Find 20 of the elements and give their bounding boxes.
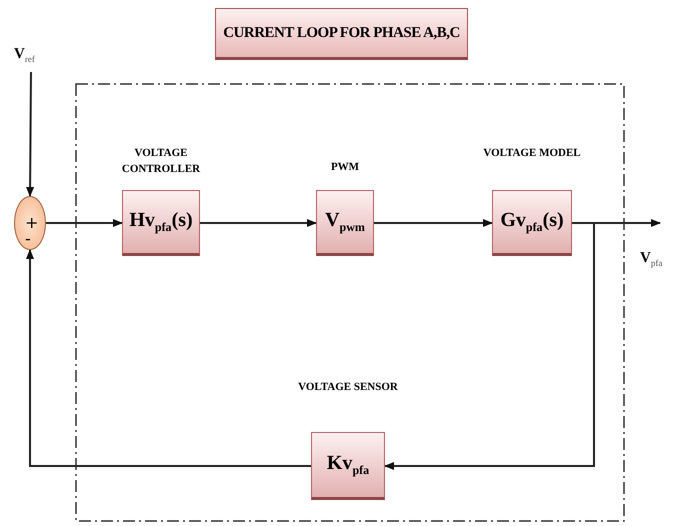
transfer-function: Hv$_{pfa}$(s) [129, 209, 193, 235]
transfer-function: V$_{pwm}$ [325, 209, 365, 235]
signal-label: V$_{ref}$ [14, 46, 35, 64]
arrow [46, 219, 123, 227]
transfer-function: Gv$_{pfa}$(s) [500, 209, 564, 235]
block-heading: VOLTAGE SENSOR [297, 380, 399, 395]
arrow [384, 222, 595, 470]
title-box: CURRENT LOOP FOR PHASE A,B,C [215, 8, 468, 60]
arrow [200, 219, 317, 227]
block-heading: VOLTAGE MODEL [482, 146, 582, 161]
sign-label: - [25, 231, 31, 247]
block-heading: PWM [330, 160, 360, 175]
transfer-function: Kv$_{pfa}$ [326, 452, 370, 478]
arrow [374, 219, 493, 227]
block-heading: VOLTAGE CONTROLLER [120, 146, 202, 177]
arrow [26, 249, 311, 467]
arrow [26, 72, 34, 197]
summing-junction [14, 196, 46, 250]
signal-label: V$_{pfa}$ [640, 250, 662, 268]
sign-label: + [25, 215, 38, 231]
